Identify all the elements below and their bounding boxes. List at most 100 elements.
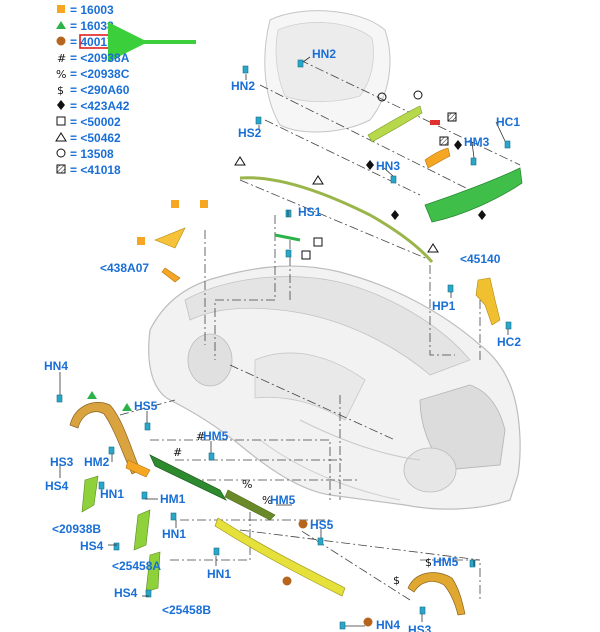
label-leaders (59, 56, 509, 627)
rocker-molding-part (149, 454, 227, 501)
diamond-icon (391, 210, 399, 220)
red-clip-part (430, 120, 440, 125)
rocker-end-part (224, 489, 276, 521)
clip-icon (242, 65, 249, 74)
brown-circle-icon (282, 576, 292, 586)
clip-icon (470, 157, 477, 166)
legend-entry: = <290A60 (70, 83, 130, 97)
percent-symbol: % (262, 494, 272, 507)
clip-icon (113, 542, 120, 551)
label-hs3: HS3 (408, 623, 432, 632)
orange-square-icon (57, 5, 65, 13)
hatched-square-icon (56, 164, 66, 174)
roof-molding-part (239, 176, 434, 263)
clip-icon (505, 321, 512, 330)
label-hm5: HM5 (270, 493, 296, 507)
dollar-symbol: $ (393, 574, 400, 587)
label-hs4: HS4 (45, 479, 69, 493)
hash-symbol: # (196, 430, 205, 443)
clip-icon (98, 481, 105, 490)
legend-entry: = 40017A (70, 35, 123, 49)
label-hs5: HS5 (134, 399, 158, 413)
legend-entry: = <41018 (70, 163, 121, 177)
legend-entry: = 13508 (70, 147, 114, 161)
hatched-square-icon (447, 112, 457, 122)
clip-icon (447, 284, 454, 293)
clip-icon (208, 452, 215, 461)
diamond-icon (366, 160, 374, 170)
orange-bracket-part (154, 227, 186, 249)
clips (56, 59, 512, 630)
dollar-symbol: $ (57, 84, 64, 97)
label-hc2: HC2 (497, 335, 521, 349)
rear-arch-part (407, 572, 466, 616)
label-hc1: HC1 (496, 115, 520, 129)
legend-entry: = 16038 (70, 19, 114, 33)
brown-circle-icon (363, 617, 373, 627)
label-hn4: HN4 (44, 359, 68, 373)
leader-lines (119, 59, 521, 601)
clip-icon (56, 394, 63, 403)
parts (69, 105, 523, 616)
label-25458b: <25458B (162, 603, 211, 617)
open-square-icon (56, 116, 66, 126)
diamond-icon (478, 210, 486, 220)
brown-circle-icon (298, 519, 308, 529)
hash-symbol: # (57, 52, 66, 65)
label-hs4: HS4 (114, 586, 138, 600)
label-hn2: HN2 (231, 79, 255, 93)
clip-icon (285, 249, 292, 258)
callout-labels: HN2 HN2 HS2 HC1 HM3 HN3 HS1 <438A07 <451… (44, 47, 521, 632)
legend-entry: = <50002 (70, 115, 121, 129)
open-circle-icon (377, 92, 387, 102)
callout-markers (87, 90, 486, 627)
20938b-part (81, 475, 99, 513)
legend-entry: = <20938C (70, 67, 130, 81)
label-hm3: HM3 (464, 135, 490, 149)
label-hm2: HM2 (84, 455, 110, 469)
clip-icon (108, 446, 115, 455)
orange-square-icon (137, 237, 145, 245)
clip-icon (469, 559, 476, 568)
label-hs2: HS2 (238, 126, 262, 140)
45140-part (475, 277, 501, 326)
25458b-part (145, 551, 161, 593)
open-triangle-icon (312, 175, 324, 185)
label-hs1: HS1 (298, 205, 322, 219)
legend-entry: = <50462 (70, 131, 121, 145)
sill-molding-part (214, 517, 346, 597)
clip-icon (144, 422, 151, 431)
label-25458a: <25458A (112, 559, 161, 573)
hash-symbol: # (173, 446, 182, 459)
brown-circle-icon (56, 36, 66, 46)
label-hs3: HS3 (50, 455, 74, 469)
open-triangle-icon (55, 132, 67, 142)
open-triangle-icon (427, 243, 439, 253)
green-triangle-icon (122, 403, 132, 411)
label-hp1: HP1 (432, 299, 456, 313)
open-square-icon (301, 250, 311, 260)
label-45140: <45140 (460, 252, 501, 266)
orange-clip-part (424, 147, 451, 169)
open-square-icon (313, 237, 323, 247)
clip-icon (504, 140, 511, 149)
label-hm5: HM5 (203, 429, 229, 443)
diamond-icon (57, 100, 65, 110)
label-20938b: <20938B (52, 522, 101, 536)
clip-icon (390, 175, 397, 184)
orange-square-icon (171, 200, 179, 208)
label-hn1: HN1 (207, 567, 231, 581)
percent-symbol: % (242, 478, 252, 491)
legend-entry: = <423A42 (70, 99, 130, 113)
clip-icon (170, 512, 177, 521)
arch-bracket-part (125, 459, 151, 478)
label-hs4: HS4 (80, 539, 104, 553)
liftgate-outline (264, 10, 391, 133)
spoiler-part (424, 167, 523, 223)
hatched-square-icon (439, 136, 449, 146)
clip-icon (419, 606, 426, 615)
open-circle-icon (413, 90, 423, 100)
clip-icon (213, 547, 220, 556)
